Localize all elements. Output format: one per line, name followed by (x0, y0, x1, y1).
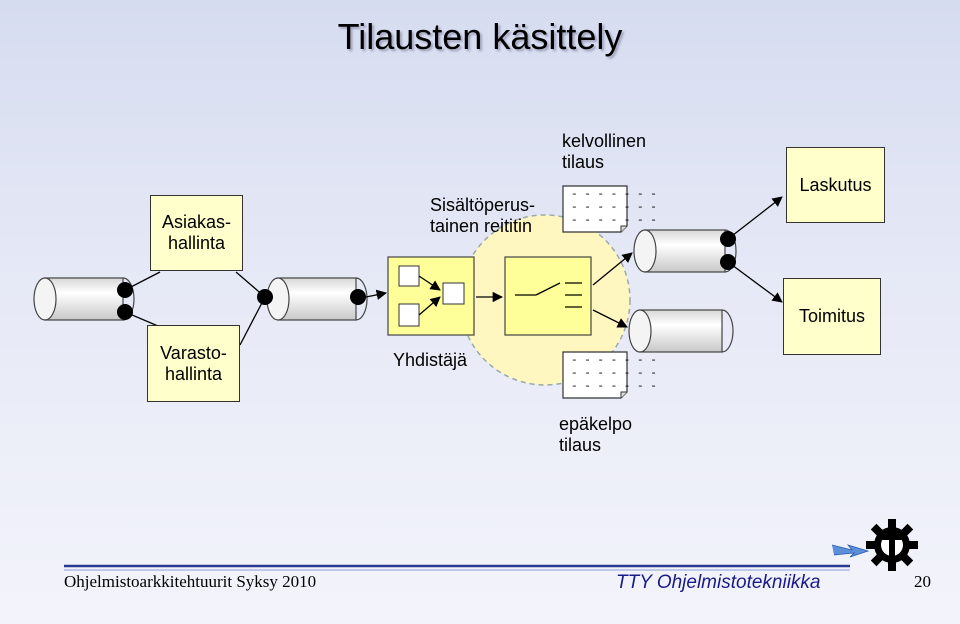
slide-title: Tilausten käsittely (337, 16, 623, 57)
channel-pipe-valid (633, 229, 737, 273)
node-laskutus: Laskutus (786, 147, 885, 223)
aggregator-label: Yhdistäjä (393, 350, 468, 370)
channel-pipe-2 (266, 277, 368, 321)
node-laskutus-label: Laskutus (799, 174, 872, 195)
aggregator-icon (387, 256, 475, 336)
svg-text:- - - - - - -: - - - - - - - (571, 202, 657, 214)
footer-course: Ohjelmistoarkkitehtuurit Syksy 2010 (64, 572, 317, 591)
svg-text:- - - - - - -: - - - - - - - (571, 355, 657, 367)
gear-lightning-icon (831, 519, 918, 571)
svg-text:- - - - - - -: - - - - - - - (571, 215, 657, 227)
router-label: Sisältöperus- tainen reititin (430, 195, 536, 236)
node-toimitus: Toimitus (783, 278, 881, 355)
invalid-order-label: epäkelpo tilaus (559, 414, 633, 455)
document-invalid-icon: - - - - - - - - - - - - - - - - - - - - … (562, 351, 657, 399)
svg-text:- - - - - - -: - - - - - - - (571, 189, 657, 201)
node-varastohallinta-label: Varasto- hallinta (160, 342, 227, 384)
footer-organization: TTY Ohjelmistotekniikka (616, 572, 821, 593)
connection-lines (124, 196, 783, 346)
node-asiakashallinta-label: Asiakas- hallinta (161, 212, 232, 253)
svg-text:- - - - - - -: - - - - - - - (571, 381, 657, 393)
node-toimitus-label: Toimitus (798, 306, 865, 326)
node-asiakashallinta: Asiakas- hallinta (150, 195, 243, 271)
channel-pipe-invalid (628, 309, 734, 353)
node-varastohallinta: Varasto- hallinta (147, 325, 240, 402)
valid-order-label: kelvollinen tilaus (562, 131, 647, 172)
page-number: 20 (914, 572, 931, 591)
svg-text:- - - - - - -: - - - - - - - (571, 368, 657, 380)
router-icon (504, 256, 592, 336)
document-valid-icon: - - - - - - - - - - - - - - - - - - - - … (562, 185, 657, 233)
